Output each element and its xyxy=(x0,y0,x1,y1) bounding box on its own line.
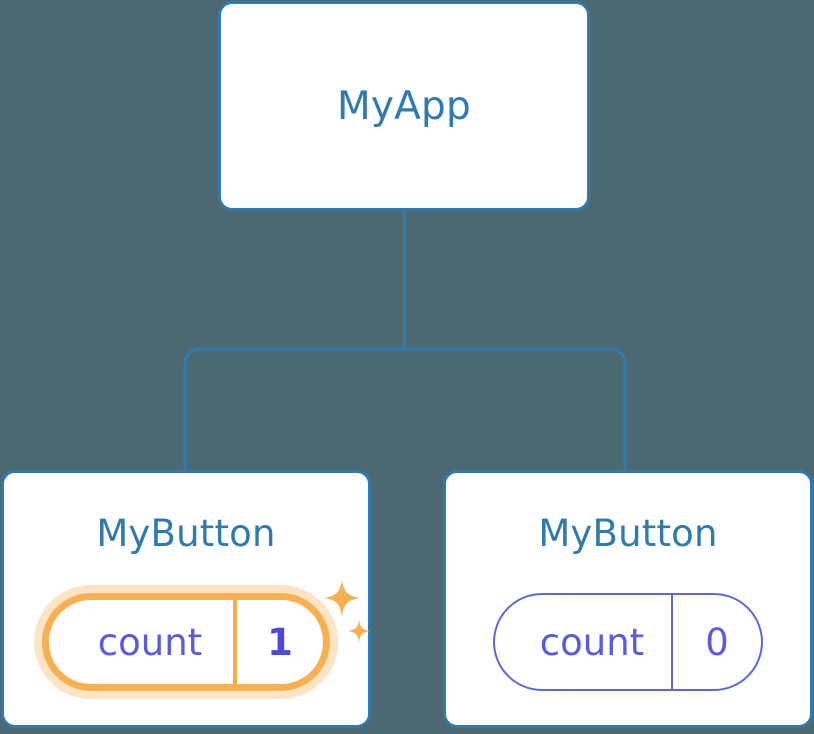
node-mybutton-0-title: MyButton xyxy=(96,512,276,555)
node-myapp-title: MyApp xyxy=(337,83,471,129)
state-pill-1-value: 0 xyxy=(671,595,761,689)
state-pill-wrap-0: count 1 xyxy=(4,593,368,691)
state-pill-0-label: count xyxy=(97,620,203,664)
state-pill-0[interactable]: count 1 xyxy=(42,593,330,691)
state-pill-wrap-1: count 0 xyxy=(446,593,810,691)
state-pill-1[interactable]: count 0 xyxy=(493,593,763,691)
state-pill-1-label: count xyxy=(539,620,645,664)
node-mybutton-1-title: MyButton xyxy=(538,512,718,555)
node-myapp[interactable]: MyApp xyxy=(218,1,590,211)
edge-branch-to-child-0 xyxy=(183,347,406,472)
state-pill-0-value: 1 xyxy=(233,600,323,684)
node-mybutton-1[interactable]: MyButton count 0 xyxy=(443,470,813,728)
node-mybutton-0[interactable]: MyButton count 1 xyxy=(1,470,371,728)
edge-branch-to-child-1 xyxy=(403,347,627,472)
